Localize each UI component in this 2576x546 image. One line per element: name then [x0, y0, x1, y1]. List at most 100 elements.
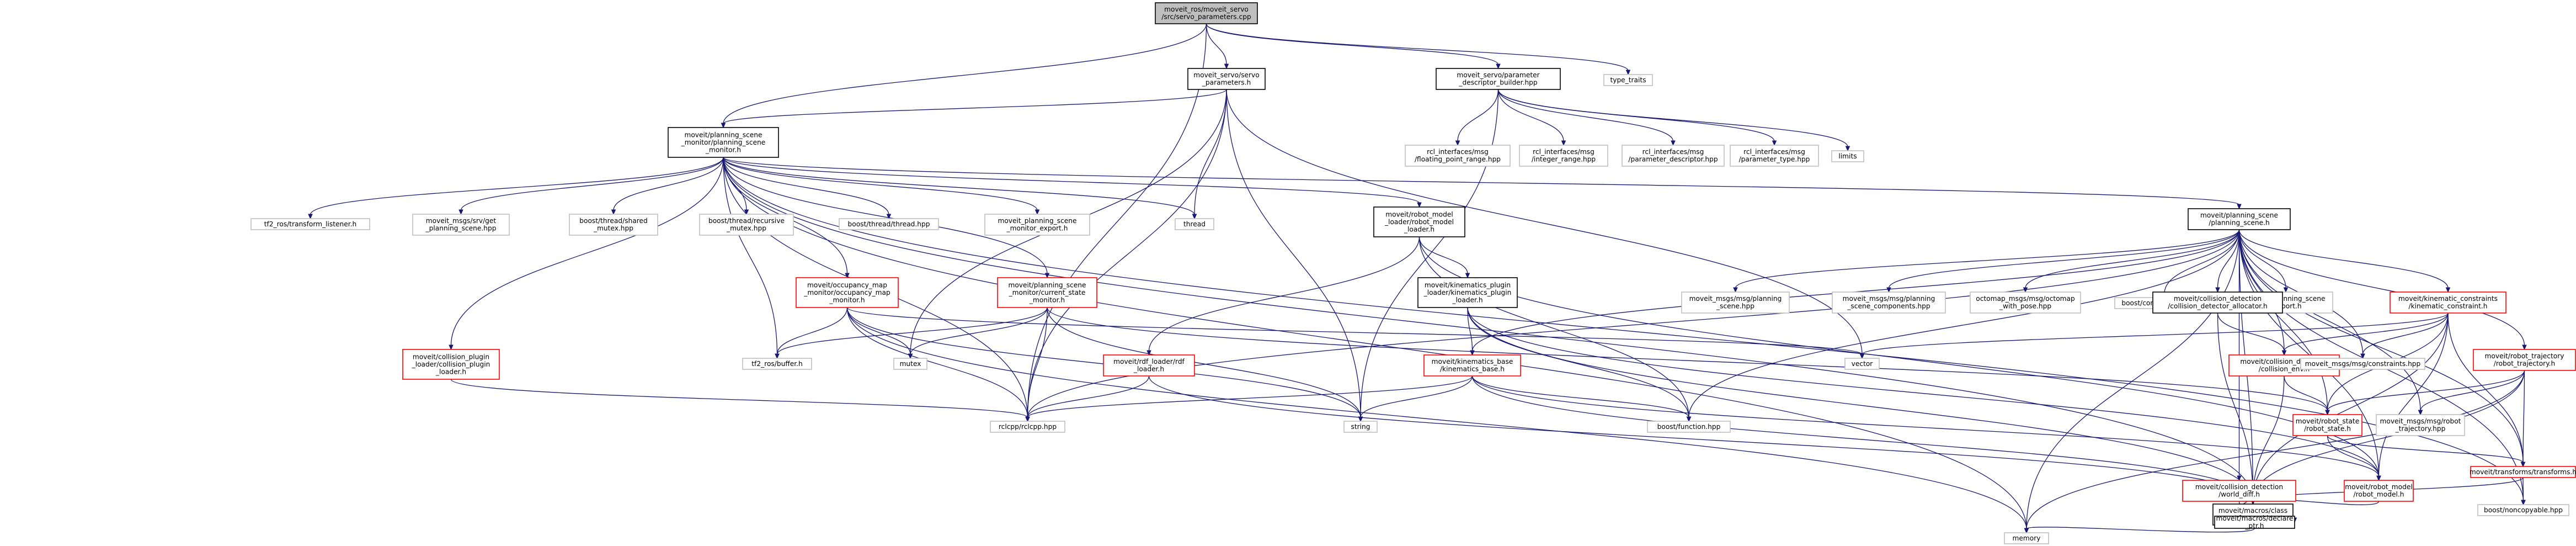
- node-box: [1730, 145, 1819, 167]
- node-box: [2477, 504, 2569, 516]
- node-rs[interactable]: moveit/robot_state/robot_state.h: [2292, 414, 2362, 436]
- node-limits: limits: [1831, 150, 1864, 162]
- node-label-line: moveit/rdf_loader/rdf: [1113, 358, 1185, 365]
- edge-tfs-to-noncopy: [2521, 477, 2526, 506]
- node-box: [1175, 218, 1214, 230]
- node-label-line: _with_pose.hpp: [1999, 303, 2051, 310]
- node-label-line: mutex: [900, 360, 921, 368]
- node-box: [997, 277, 1097, 308]
- node-label-line: _planning_scene.hpp: [425, 225, 497, 232]
- node-box: [990, 421, 1065, 433]
- node-csm[interactable]: moveit/planning_scene_monitor/current_st…: [997, 277, 1097, 308]
- node-label-line: _monitor.h: [705, 146, 741, 153]
- node-bfunc: boost/function.hpp: [1647, 421, 1731, 433]
- node-label-line: /src/servo_parameters.cpp: [1161, 13, 1251, 21]
- edge-root-to-psm: [721, 23, 1207, 129]
- node-declptr[interactable]: moveit/macros/declare_ptr.h: [2214, 515, 2295, 530]
- edge-kb-to-rclcpp: [1025, 375, 1473, 422]
- edge-csm-to-tf2buf: [775, 307, 1048, 359]
- node-rm[interactable]: moveit/robot_model/robot_model.h: [2344, 480, 2414, 502]
- node-label-line: moveit_planning_scene: [998, 217, 1076, 225]
- node-mpscmsg: moveit_msgs/msg/planning_scene_component…: [1832, 291, 1946, 314]
- node-box: [1519, 145, 1608, 167]
- node-box: [1423, 354, 1521, 377]
- edge-rml-to-rdf: [1146, 236, 1420, 356]
- edge-rt-to-tfs: [2520, 370, 2526, 468]
- node-kpl[interactable]: moveit/kinematics_plugin_loader/kinemati…: [1417, 277, 1518, 308]
- node-ps[interactable]: moveit/planning_scene/planning_scene.h: [2188, 208, 2291, 230]
- node-label-line: _loader/kinematics_plugin: [1423, 289, 1512, 296]
- node-psmexport: moveit_planning_scene_monitor_export.h: [984, 214, 1090, 236]
- node-label-line: _monitor.h: [1029, 296, 1065, 304]
- node-label-line: moveit/robot_model: [1385, 210, 1453, 218]
- node-mrt: moveit_msgs/msg/robot_trajectory.hpp: [2376, 414, 2465, 436]
- edge-psm-to-cf: [723, 157, 2255, 505]
- node-label-line: moveit_servo/parameter: [1457, 71, 1540, 79]
- node-psm[interactable]: moveit/planning_scene_monitor/planning_s…: [668, 127, 779, 158]
- node-tf2l: tf2_ros/transform_listener.h: [250, 218, 370, 230]
- node-rdf[interactable]: moveit/rdf_loader/rdf_loader.h: [1103, 354, 1195, 377]
- node-string: string: [1343, 421, 1378, 433]
- node-servo_params[interactable]: moveit_servo/servo_parameters.h: [1187, 68, 1266, 90]
- edge-param_builder-to-limits: [1497, 89, 1850, 152]
- node-label-line: boost/thread/shared: [579, 217, 647, 225]
- edge-psm-to-tf2l: [308, 157, 724, 220]
- node-label-line: _trajectory.hpp: [2395, 425, 2446, 433]
- edge-ps-to-cdalloc: [2215, 229, 2240, 293]
- node-label-line: _scene.hpp: [1716, 303, 1754, 310]
- node-rclcpp: rclcpp/rclcpp.hpp: [990, 421, 1065, 433]
- node-label-line: boost/noncopyable.hpp: [2484, 506, 2563, 514]
- edge-servo_params-to-vector: [1226, 89, 1865, 359]
- node-rml[interactable]: moveit/robot_model_loader/robot_model_lo…: [1373, 206, 1465, 237]
- node-box: [1343, 421, 1378, 433]
- edge-ps-to-kc: [2238, 229, 2451, 293]
- node-kc[interactable]: moveit/kinematic_constraints/kinematic_c…: [2390, 291, 2506, 314]
- edge-kb-to-rm: [1471, 375, 2381, 481]
- node-label-line: _loader.h: [1404, 225, 1434, 233]
- node-label-line: moveit/collision_detection: [2195, 483, 2283, 491]
- node-cworld[interactable]: moveit/collision_detection/world_diff.h: [2182, 480, 2296, 502]
- node-label-line: memory: [2013, 534, 2041, 542]
- edge-ps-to-psexport: [2238, 229, 2289, 293]
- node-tfs[interactable]: moveit/transforms/transforms.h: [2470, 466, 2576, 478]
- node-box: [839, 218, 939, 230]
- edge-param_builder-to-intrange: [1497, 89, 1566, 146]
- node-box: [2300, 358, 2425, 370]
- node-label-line: _loader.h: [1452, 296, 1482, 304]
- node-label-line: /robot_trajectory.h: [2494, 360, 2556, 368]
- node-box: [699, 214, 794, 236]
- node-box: [2182, 480, 2296, 502]
- node-occmap[interactable]: moveit/occupancy_map_monitor/occupancy_m…: [796, 277, 899, 308]
- node-label-line: _scene_components.hpp: [1847, 303, 1930, 310]
- edge-psm-to-tf2buf: [723, 157, 780, 359]
- node-box: [984, 214, 1090, 236]
- node-cpl[interactable]: moveit/collision_plugin_loader/collision…: [402, 349, 500, 380]
- node-label-line: _mutex.hpp: [726, 225, 766, 232]
- node-label-line: moveit/collision_plugin: [413, 353, 489, 361]
- edge-ps-to-bfunc: [1686, 229, 2240, 422]
- node-kb[interactable]: moveit/kinematics_base/kinematics_base.h: [1423, 354, 1521, 377]
- node-cdalloc[interactable]: moveit/collision_detection/collision_det…: [2152, 291, 2283, 314]
- node-ptype: rcl_interfaces/msg/parameter_type.hpp: [1730, 145, 1819, 167]
- edge-psm-to-psmexport: [723, 157, 1040, 215]
- node-label-line: moveit/planning_scene: [1008, 281, 1086, 289]
- node-box: [1373, 206, 1465, 237]
- node-box: [1417, 277, 1518, 308]
- node-label-line: rcl_interfaces/msg: [1743, 148, 1805, 156]
- node-label-line: rcl_interfaces/msg: [1642, 148, 1704, 156]
- node-box: [2152, 291, 2283, 314]
- node-param_builder[interactable]: moveit_servo/parameter_descriptor_builde…: [1436, 68, 1561, 90]
- node-recmutex: boost/thread/recursive_mutex.hpp: [699, 214, 794, 236]
- node-label-line: type_traits: [1610, 76, 1646, 84]
- node-box: [1844, 358, 1880, 370]
- node-box: [1647, 421, 1731, 433]
- edge-kc-to-rm: [2376, 312, 2449, 481]
- node-label-line: octomap_msgs/msg/octomap: [1976, 295, 2075, 303]
- node-fprange: rcl_interfaces/msg/floating_point_range.…: [1405, 145, 1511, 167]
- node-rt[interactable]: moveit/robot_trajectory/robot_trajectory…: [2473, 349, 2576, 371]
- node-root[interactable]: moveit_ros/moveit_servo/src/servo_parame…: [1155, 2, 1258, 24]
- node-label-line: tf2_ros/buffer.h: [751, 360, 802, 368]
- node-label-line: moveit_msgs/msg/planning: [1689, 295, 1782, 303]
- node-label-line: _monitor/planning_scene: [681, 139, 766, 146]
- edge-rs-to-rm: [2327, 435, 2381, 481]
